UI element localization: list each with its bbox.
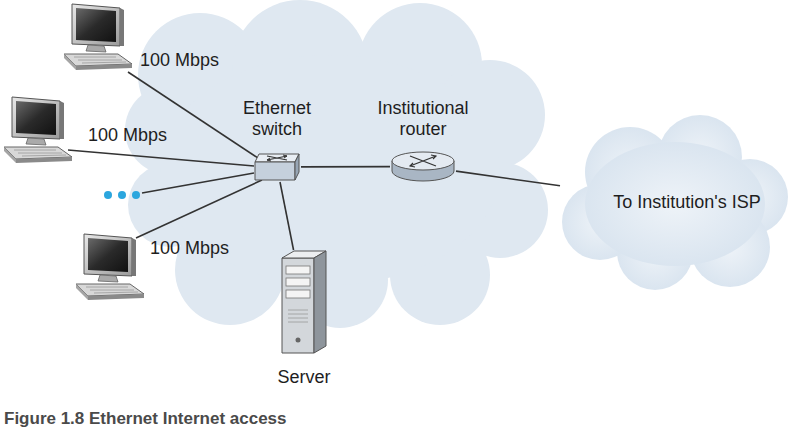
isp-cloud-node: To Institution's ISP: [560, 112, 790, 292]
node-label: To Institution's ISP: [607, 192, 767, 213]
router-icon: [390, 150, 456, 183]
switch-node: Ethernet switch: [253, 152, 301, 182]
host-computer: [76, 234, 144, 300]
router-node: Institutional router: [390, 150, 456, 183]
server-node: Server: [280, 250, 328, 355]
switch-icon: [253, 152, 301, 182]
ellipsis-dots: [104, 191, 140, 199]
figure-caption: Figure 1.8 Ethernet Internet access: [4, 408, 287, 429]
server-icon: [280, 250, 328, 355]
link-speed-label: 100 Mbps: [88, 125, 167, 146]
host-computer: [64, 4, 132, 70]
network-cloud: [125, 0, 548, 328]
node-label: Server: [277, 367, 330, 388]
network-link: [280, 182, 294, 250]
node-label: Institutional router: [357, 98, 489, 140]
link-speed-label: 100 Mbps: [140, 50, 219, 71]
host-computer: [4, 97, 72, 163]
network-link: [301, 166, 390, 168]
link-speed-label: 100 Mbps: [150, 238, 229, 259]
network-link: [456, 171, 560, 186]
access-links: [68, 72, 262, 238]
node-label: Ethernet switch: [227, 98, 327, 140]
